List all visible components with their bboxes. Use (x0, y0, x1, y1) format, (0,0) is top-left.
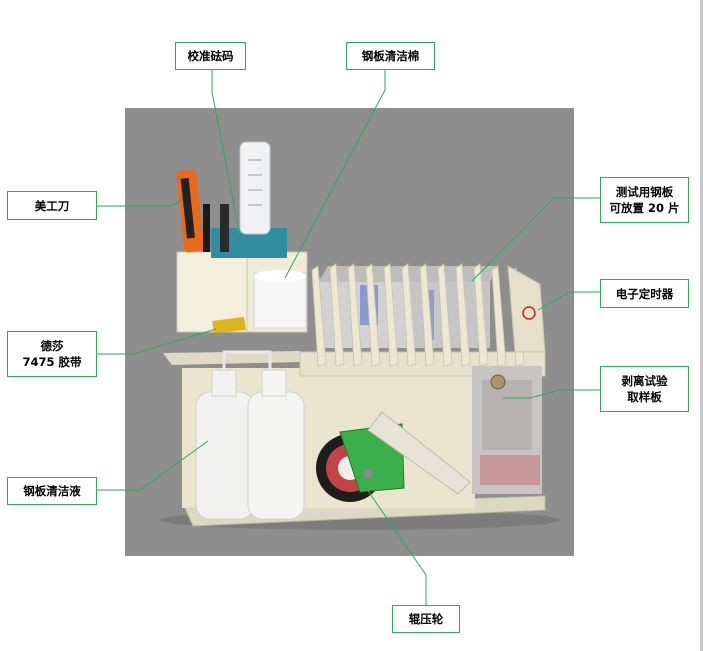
utility-knife-text: 美工刀 (34, 198, 70, 213)
roller-label: 辊压轮 (392, 605, 460, 633)
cleaning-liquid-label: 钢板清洁液 (7, 477, 97, 505)
cleaning-liquid-text: 钢板清洁液 (23, 484, 81, 498)
callout-lines (97, 70, 600, 605)
panel-sticker (480, 455, 540, 485)
rack-right-wall (507, 265, 546, 353)
tesa-tape (212, 317, 246, 333)
cleaning-bottles (195, 350, 305, 520)
calibration-tube (239, 141, 271, 235)
test-plates-text-2: 可放置 20 片 (609, 201, 680, 215)
pen-2 (220, 204, 229, 252)
timer-text: 电子定时器 (615, 286, 674, 301)
calibration-weight-text: 校准砝码 (187, 49, 234, 63)
roller (316, 411, 471, 502)
cleaning-cotton (253, 272, 307, 329)
peel-panel-text-2: 取样板 (627, 390, 662, 404)
peel-panel-label (482, 380, 532, 450)
test-plates-label: 测试用钢板 可放置 20 片 (600, 177, 689, 223)
knife-grip (180, 177, 195, 239)
cleaning-cotton-text: 钢板清洁棉 (361, 49, 420, 63)
roller-text: 辊压轮 (408, 612, 444, 626)
tesa-text-1: 德莎 (40, 339, 64, 353)
peel-panel-label: 剥离试验 取样板 (600, 366, 689, 412)
test-plates-text-1: 测试用钢板 (615, 185, 674, 199)
cleaning-cotton-label: 钢板清洁棉 (346, 42, 435, 70)
panel-knob (490, 374, 506, 390)
utility-knife-label: 美工刀 (7, 191, 97, 220)
timer-marker (522, 306, 536, 320)
pen-1 (203, 204, 210, 252)
bottle-ledge (163, 351, 300, 365)
cotton-top (254, 270, 306, 282)
peel-panel-text-1: 剥离试验 (621, 374, 668, 388)
calibration-weight-label: 校准砝码 (175, 42, 246, 70)
tesa-text-2: 7475 胶带 (22, 355, 82, 369)
right-edge-strip (700, 0, 703, 651)
tesa-tape-label: 德莎 7475 胶带 (7, 331, 97, 377)
timer-label: 电子定时器 (600, 279, 689, 308)
